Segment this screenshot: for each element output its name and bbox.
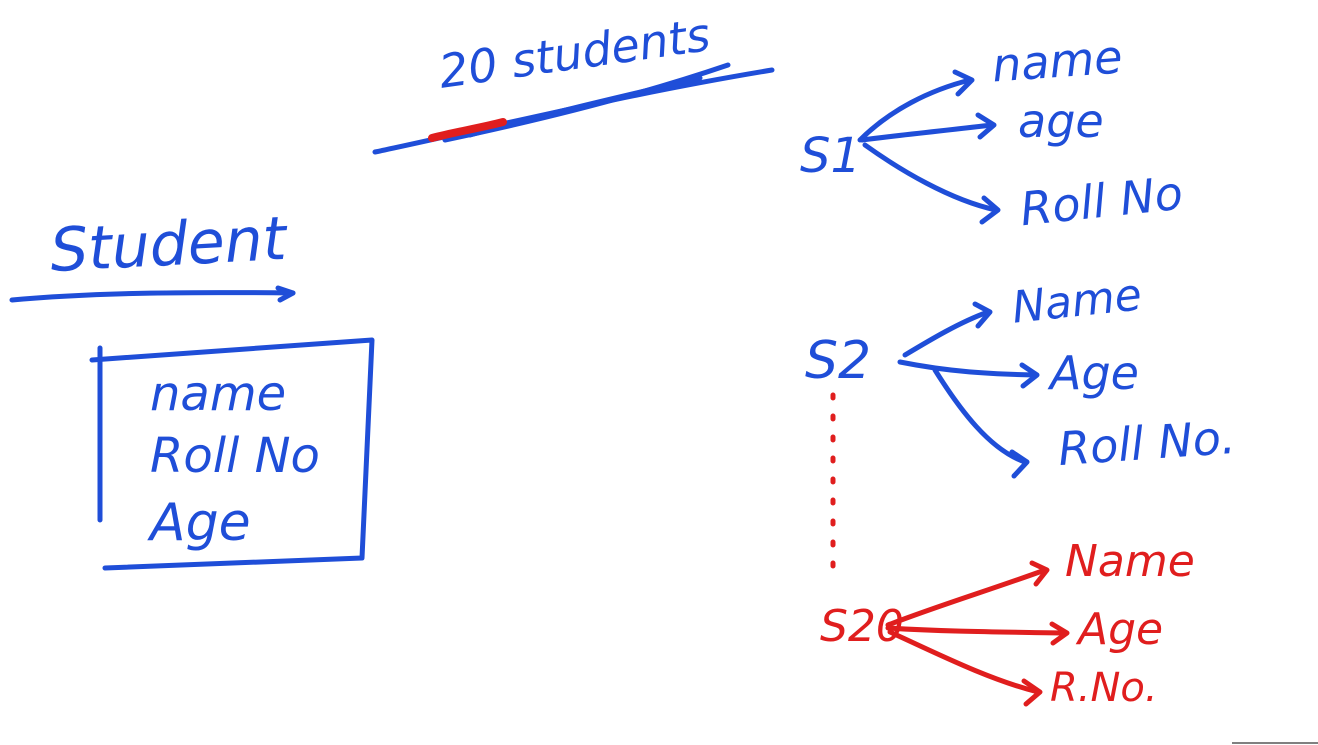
object-label-s1: S1 (800, 128, 862, 184)
class-field-name: name (150, 366, 287, 422)
s2-arrow-age-head (1019, 362, 1040, 389)
s2-arrow-age (897, 359, 1038, 378)
class-box-frame (89, 337, 375, 571)
s1-arrow-rollno (862, 142, 999, 213)
class-title: Student (48, 203, 288, 287)
s20-arrow-age-head (1049, 621, 1070, 646)
object-label-s2: S2 (805, 331, 872, 391)
s2-attr-name: Name (1009, 269, 1145, 334)
s1-attr-name: name (990, 29, 1125, 93)
s20-arrow-rollno-head (1021, 678, 1043, 707)
s20-arrow-name (885, 567, 1048, 628)
class-title-underline-tip (275, 285, 296, 303)
s2-attr-rollno: Roll No. (1056, 409, 1238, 477)
s20-arrow-rollno (887, 629, 1041, 695)
s2-arrow-rollno (932, 367, 1028, 465)
s1-arrow-name-head (952, 69, 975, 97)
class-field-rollno: Roll No (150, 428, 320, 484)
class-field-age: Age (150, 493, 251, 553)
s2-attr-age: Age (1050, 346, 1139, 400)
class-title-underline (9, 290, 296, 303)
heading-number-highlight (428, 118, 507, 142)
s20-arrow-name-head (1029, 560, 1050, 587)
s2-arrow-name-head (972, 301, 993, 329)
s20-attr-age: Age (1078, 604, 1164, 655)
s2-arrow-name (902, 309, 991, 358)
s20-attr-name: Name (1065, 536, 1195, 587)
s1-attr-age: age (1018, 94, 1104, 148)
object-label-s20: S20 (820, 601, 904, 652)
s20-arrow-age (885, 625, 1068, 636)
s1-arrow-age-head (975, 112, 997, 140)
s1-arrow-name (857, 77, 973, 143)
s2-arrow-rollno-head (1009, 449, 1030, 479)
s20-attr-rollno: R.No. (1050, 665, 1158, 711)
s1-arrow-rollno-head (979, 195, 1001, 225)
s1-arrow-age (859, 122, 995, 143)
